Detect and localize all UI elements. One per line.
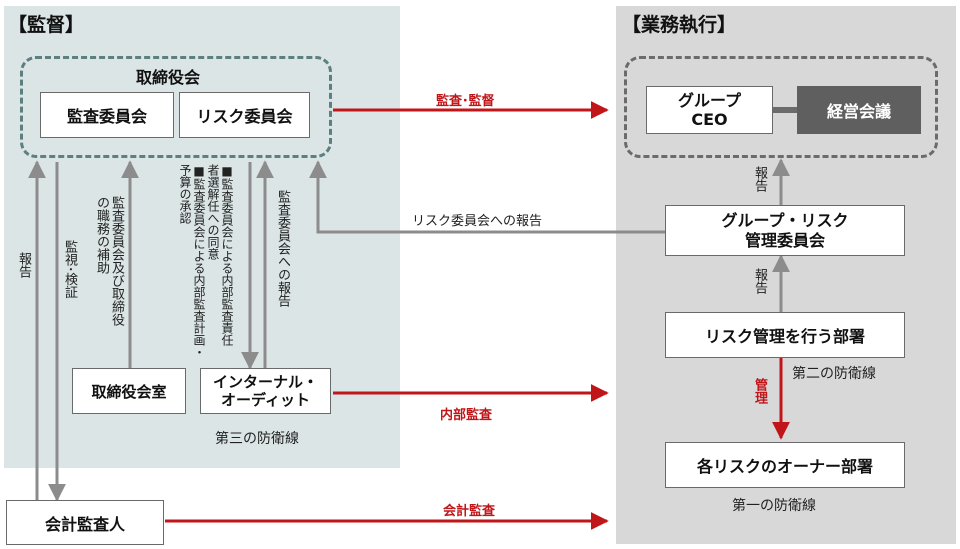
report-ceo-label: 報告: [752, 166, 767, 192]
board-title: 取締役会: [136, 68, 201, 87]
monitor-verify-label: 監視･検証: [62, 240, 77, 299]
audit-supervision-label: 監査･監督: [436, 94, 495, 109]
second-line-label: 第二の防衛線: [792, 366, 876, 382]
execution-title: 【業務執行】: [622, 14, 737, 36]
board-of-directors-frame: [20, 56, 332, 158]
external-auditor-box[interactable]: 会計監査人: [6, 500, 164, 545]
report-grmc-label: 報告: [752, 268, 767, 294]
report-to-audit-committee-label: 監査委員会への報告: [275, 190, 290, 307]
report-left-label: 報告: [16, 252, 31, 278]
arrow-report-risk-committee: [309, 160, 665, 234]
risk-committee-box[interactable]: リスク委員会: [179, 92, 310, 138]
first-line-label: 第一の防衛線: [732, 498, 816, 514]
management-meeting-box[interactable]: 経営会議: [797, 86, 921, 134]
audit-committee-box[interactable]: 監査委員会: [40, 92, 174, 138]
group-ceo-box[interactable]: グループ CEO: [646, 86, 773, 134]
accounting-audit-label: 会計監査: [443, 504, 496, 519]
risk-mgmt-dept-box[interactable]: リスク管理を行う部署: [665, 312, 905, 358]
third-line-label: 第三の防衛線: [215, 431, 299, 447]
group-risk-mgmt-committee-box[interactable]: グループ・リスク 管理委員会: [665, 205, 905, 256]
supervision-title: 【監督】: [8, 14, 85, 36]
executive-frame: [624, 56, 938, 158]
internal-audit-box[interactable]: インターナル・ オーディット: [200, 368, 331, 414]
board-office-box[interactable]: 取締役会室: [72, 368, 186, 414]
risk-owner-dept-box[interactable]: 各リスクのオーナー部署: [665, 442, 905, 488]
internal-audit-label: 内部監査: [440, 408, 493, 423]
report-to-risk-committee-label: リスク委員会への報告: [412, 214, 543, 229]
manage-label: 管理: [752, 378, 767, 404]
assist-duties-label: 監査委員会及び取締役 の職務の補助: [94, 196, 124, 326]
consent-items-label: ■監査委員会による内部監査責任 者選解任への同意 ■監査委員会による内部監査計画…: [178, 164, 234, 358]
